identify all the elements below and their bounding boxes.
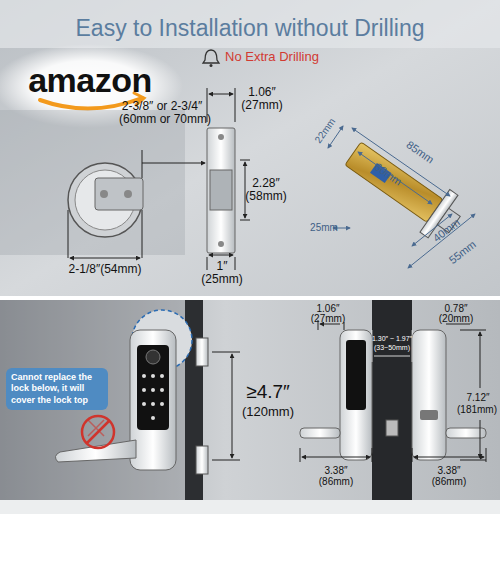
dimension-label: (33~50mm) [374, 344, 410, 352]
title-text: Easy to Installation without Drilling [76, 15, 425, 42]
callout-box: Cannot replace the lock below, it will c… [6, 368, 108, 410]
dimension-label: (25mm) [201, 273, 242, 286]
dimension-label: 7.12″ [466, 392, 489, 403]
dimension-label: 1.06″ [316, 303, 339, 314]
dimension-label: No Extra Drilling [225, 50, 319, 64]
dimension-label: 1.06″ [248, 86, 276, 99]
dimension-label: 1.30″ ~ 1.97″ [372, 335, 412, 343]
dimension-label: (58mm) [245, 190, 286, 203]
dimension-label: (86mm) [319, 476, 353, 487]
dimension-label: (86mm) [432, 476, 466, 487]
dimension-label: (120mm) [242, 405, 294, 419]
dimension-label: 3.38″ [324, 465, 347, 476]
dimension-label: ≥4.7″ [246, 382, 290, 403]
dimension-label: (20mm) [439, 313, 473, 324]
dimension-label: (181mm) [457, 404, 497, 415]
dimension-label: (60mm or 70mm) [119, 113, 211, 126]
dimension-label: 2.28″ [252, 177, 280, 190]
dimension-label: 2-1/8″(54mm) [69, 263, 142, 276]
dimension-label: 2-3/8″ or 2-3/4″ [122, 100, 203, 113]
brand-logo-text: amazon [28, 62, 152, 99]
dimension-label: (27mm) [311, 313, 345, 324]
dimension-label: 0.78″ [444, 303, 467, 314]
dimension-label: 25mm [310, 222, 338, 233]
dimension-label: 1″ [217, 260, 228, 273]
dimension-label: 3.38″ [437, 465, 460, 476]
dimension-label: (27mm) [241, 99, 282, 112]
callout-text: Cannot replace the lock below, it will c… [11, 372, 103, 406]
